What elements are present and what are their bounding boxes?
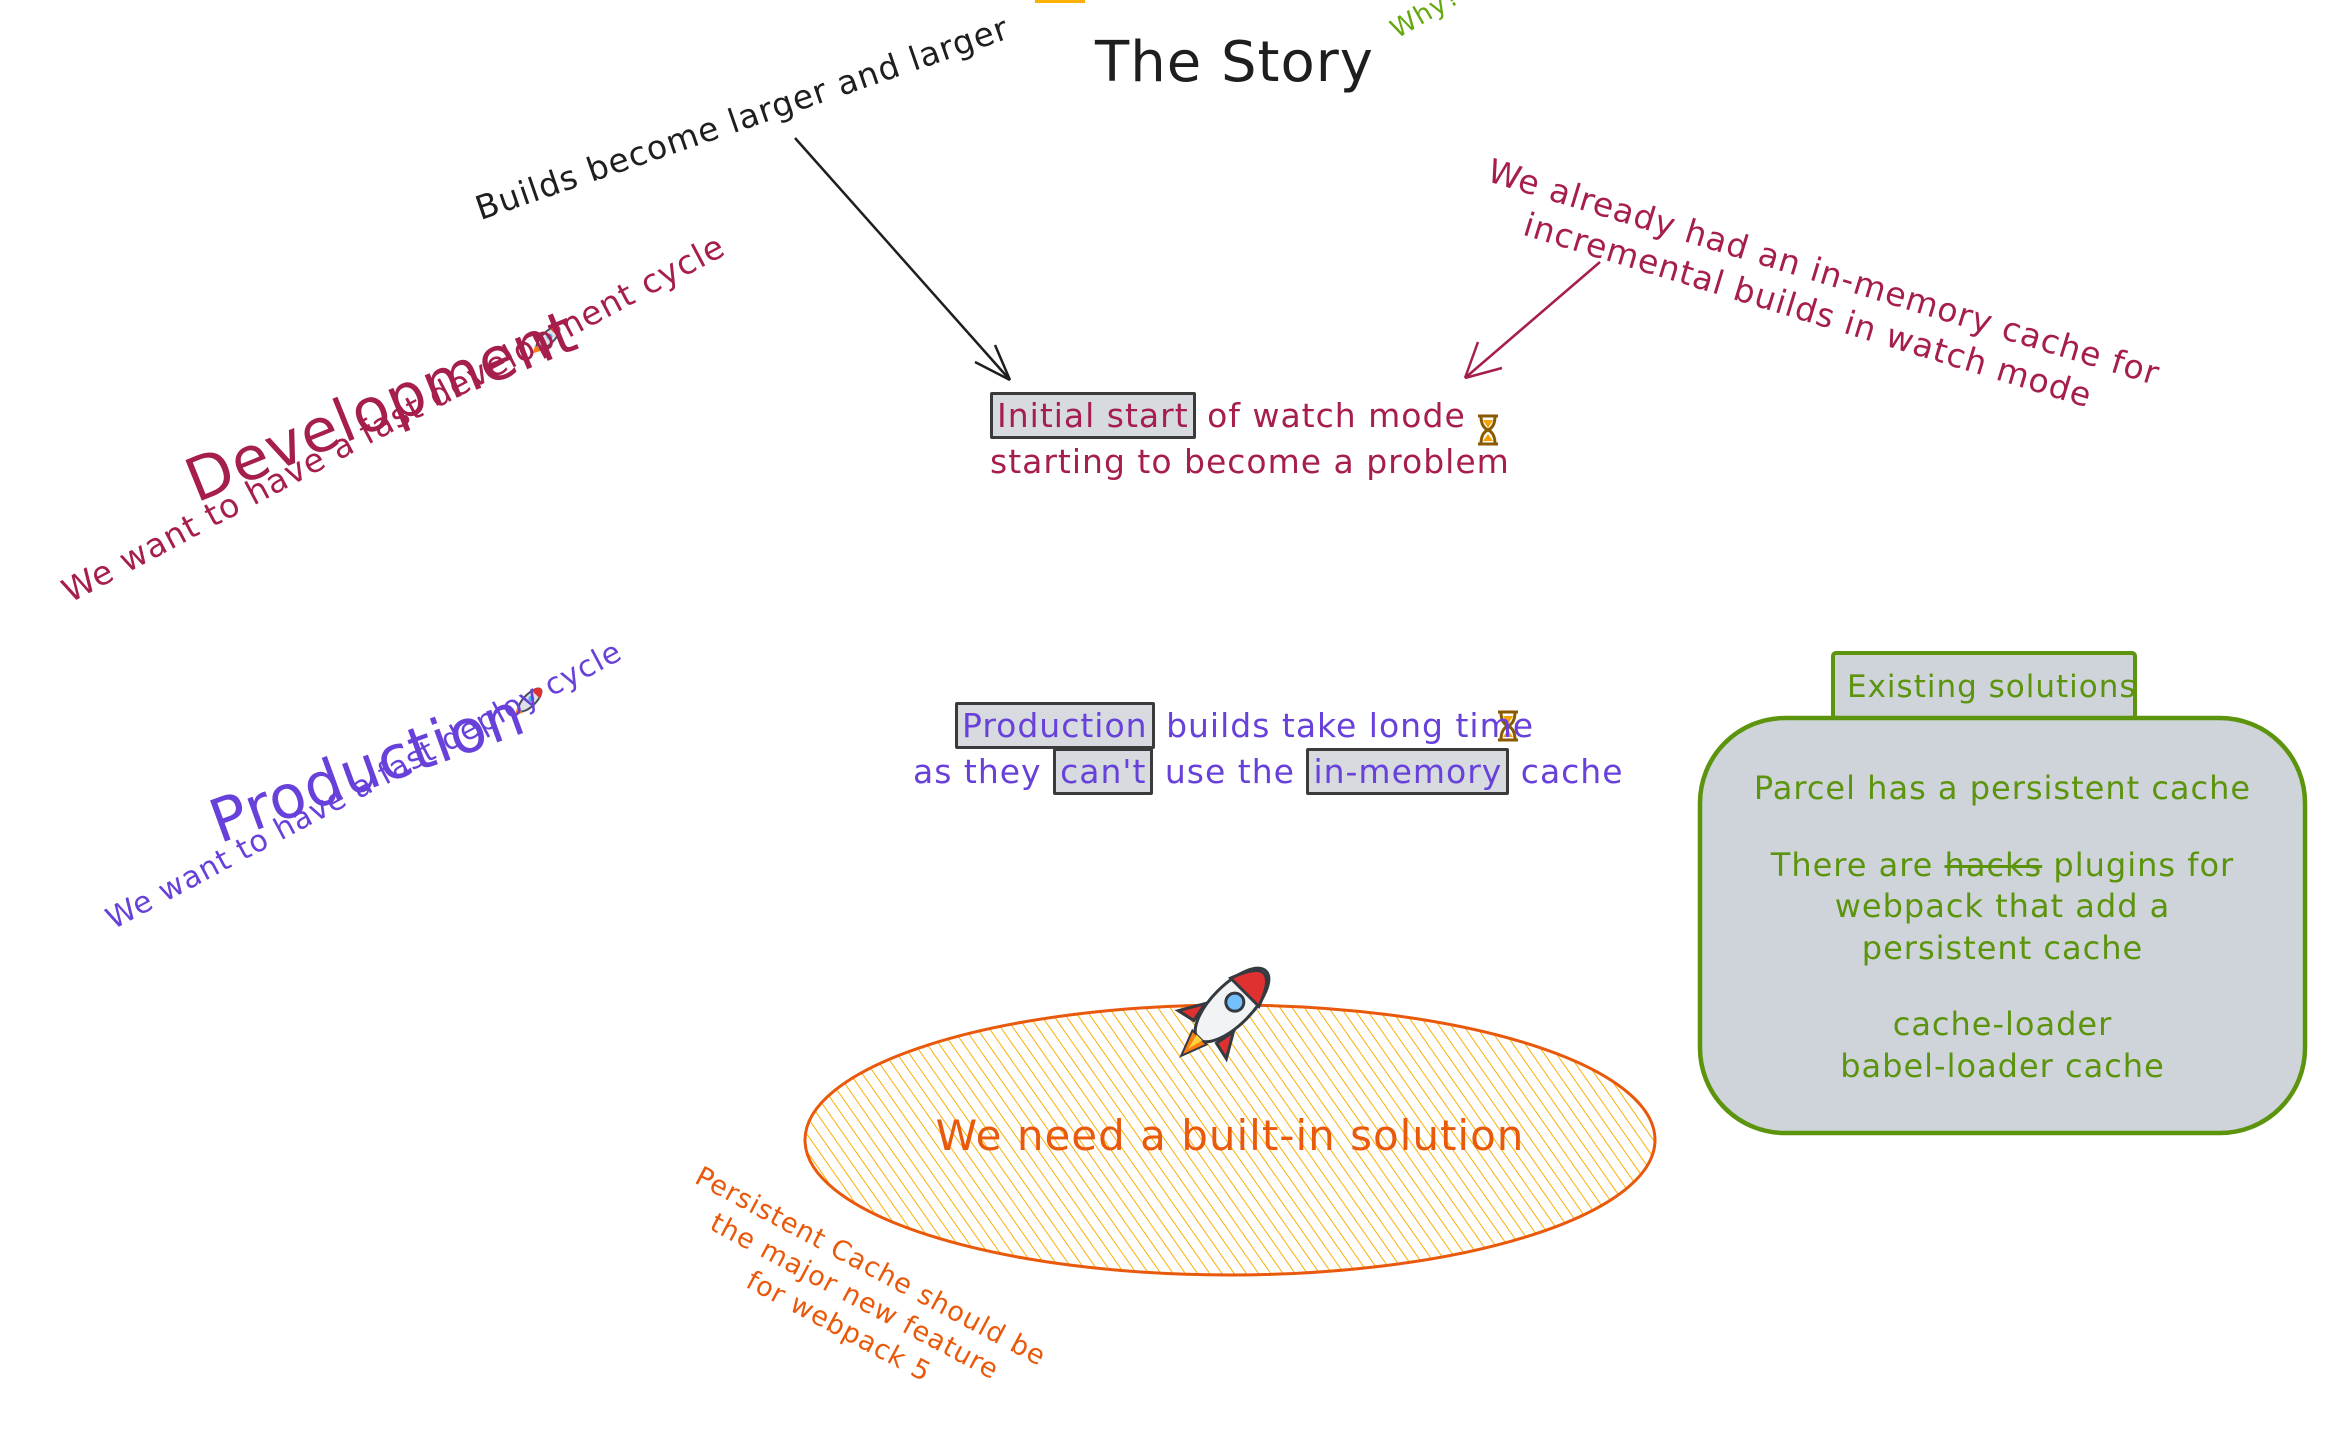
watch-problem-line1: Initial start of watch mode [990,392,1510,440]
there-are-text: There are [1770,845,1945,884]
watch-problem-line2: starting to become a problem [990,442,1510,482]
cache-arrow [1463,261,1601,380]
top-accent-mark [1035,0,1085,3]
prod-problem-line1: Production builds take long time [955,702,1535,750]
initial-start-highlight: Initial start [990,392,1196,440]
plugins-line: There are hacks plugins for [1700,845,2305,887]
babel-loader-line: babel-loader cache [1840,1046,2165,1085]
big-rocket-icon [1174,966,1271,1063]
prod-problem-pre2: as they [913,752,1054,791]
in-memory-highlight: in-memory [1306,748,1510,796]
persistent-cache-line: persistent cache [1861,928,2144,967]
prod-problem-mid2: use the [1153,752,1307,791]
hourglass-icon [1478,414,1498,446]
hacks-strikethrough: hacks [1944,845,2043,884]
solution-main-text: We need a built-in solution [935,1111,1525,1160]
builds-arrow [794,137,1012,382]
production-highlight: Production [955,702,1155,750]
cant-highlight: can't [1053,748,1154,796]
prod-problem-line2: as they can't use the in-memory cache [913,748,1624,796]
prod-problem-post2: cache [1509,752,1624,791]
webpack-add-line: webpack that add a [1834,887,2171,926]
hourglass-icon [1498,710,1518,742]
existing-solutions-box [1697,715,2308,1136]
watch-problem-block: Initial start of watch mode starting to … [990,392,1510,483]
prod-problem-rest1: builds take long time [1154,706,1535,745]
parcel-line: Parcel has a persistent cache [1753,769,2252,807]
cache-loader-line: cache-loader [1892,1005,2113,1044]
diagram-canvas [514,0,2308,1277]
watch-problem-rest1: of watch mode [1195,396,1466,435]
rocket-icon [532,325,561,354]
page-title: The Story [1095,30,1374,95]
plugins-for-text: plugins for [2042,845,2235,884]
existing-solutions-content: Parcel has a persistent cache There are … [1700,768,2305,1088]
existing-solutions-tab-label: Existing solutions [1847,669,2137,705]
